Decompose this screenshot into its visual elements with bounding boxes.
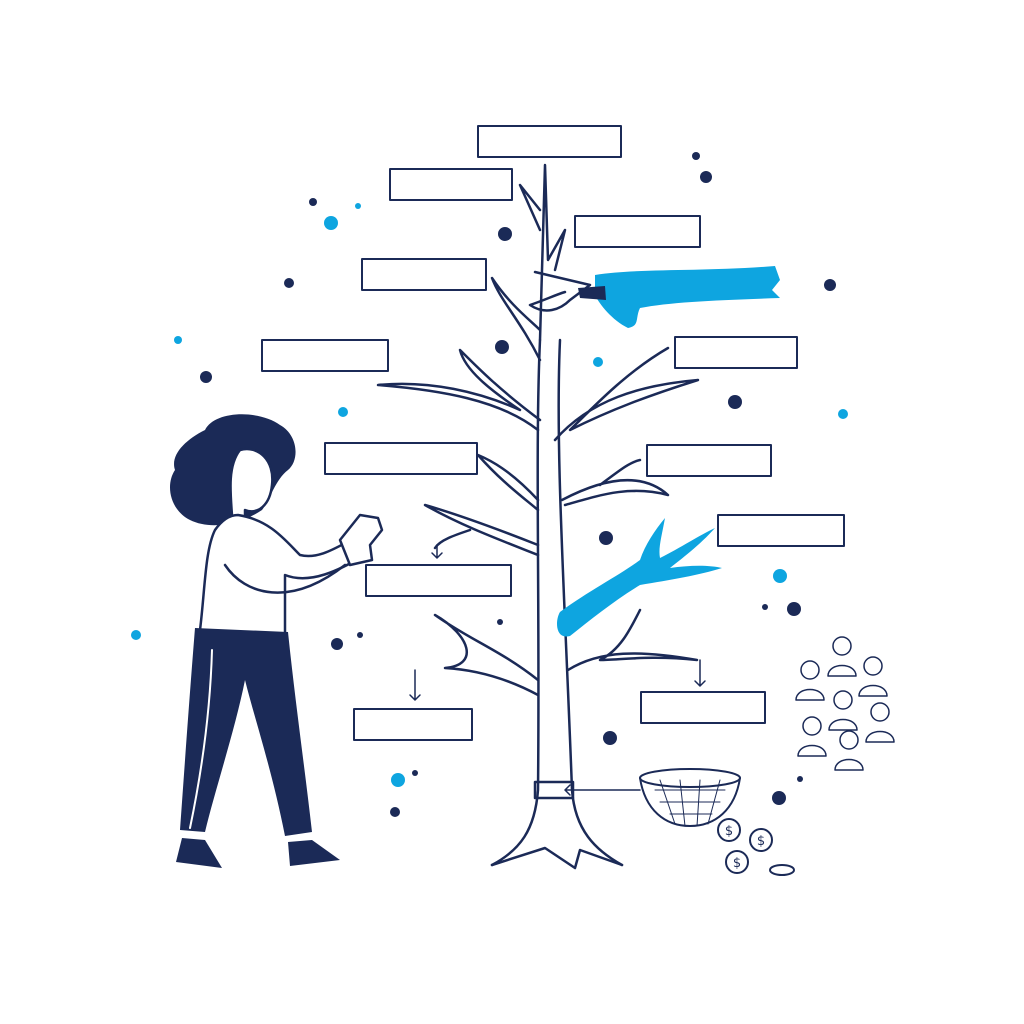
dot xyxy=(391,773,405,787)
dot xyxy=(787,602,801,616)
svg-text:$: $ xyxy=(733,856,741,871)
person-icon xyxy=(858,656,888,697)
svg-text:$: $ xyxy=(757,834,765,849)
bird xyxy=(528,270,592,312)
arrow-down-icon xyxy=(409,669,421,701)
branch-left-4 xyxy=(433,613,540,697)
people-group xyxy=(795,636,895,771)
dot xyxy=(824,279,836,291)
person-icon xyxy=(827,636,857,677)
dot xyxy=(797,776,803,782)
dot xyxy=(603,731,617,745)
arm xyxy=(223,563,347,594)
tree xyxy=(376,163,700,870)
branch-left-3 xyxy=(423,503,540,557)
dot xyxy=(355,203,361,209)
dot xyxy=(357,632,363,638)
branch-right-2 xyxy=(560,458,670,507)
label-box-11[interactable] xyxy=(353,708,473,741)
shirt xyxy=(198,513,367,637)
branch-upper-left xyxy=(490,276,542,362)
arrow-left-icon xyxy=(564,784,641,796)
decorative-dots xyxy=(131,152,848,817)
branch-right-4 xyxy=(566,608,699,672)
dot xyxy=(309,198,317,206)
dot xyxy=(498,227,512,241)
dot xyxy=(497,619,503,625)
label-box-7[interactable] xyxy=(324,442,478,475)
dot xyxy=(338,407,348,417)
tree-trunk-left xyxy=(490,338,542,867)
label-box-5[interactable] xyxy=(261,339,389,372)
person-icon xyxy=(865,702,895,743)
branch-left-1 xyxy=(376,348,542,432)
shears-icon xyxy=(578,286,606,300)
coin-icon xyxy=(749,828,773,852)
pants-stripe xyxy=(189,649,213,829)
dot xyxy=(838,409,848,419)
dot xyxy=(412,770,418,776)
dot xyxy=(495,340,509,354)
arrow-down-icon xyxy=(431,544,443,559)
dot xyxy=(324,216,338,230)
dot xyxy=(174,336,182,344)
branch-right-1 xyxy=(553,346,700,442)
top-branch xyxy=(518,163,567,342)
dot xyxy=(762,604,768,610)
label-box-10[interactable] xyxy=(365,564,512,597)
label-box-9[interactable] xyxy=(717,514,845,547)
label-box-6[interactable] xyxy=(674,336,798,369)
woman-gardener xyxy=(170,414,384,868)
tree-trunk-right xyxy=(557,338,624,867)
person-icon xyxy=(828,690,858,731)
coin-icon xyxy=(725,850,749,874)
dot xyxy=(131,630,141,640)
person-icon xyxy=(834,730,864,771)
branch-left-2 xyxy=(476,453,540,512)
label-box-2[interactable] xyxy=(389,168,513,201)
blue-arm xyxy=(595,266,780,328)
person-icon xyxy=(797,716,827,757)
pruning-arm xyxy=(578,266,780,328)
person-icon xyxy=(795,660,825,701)
coins: $ $ $ xyxy=(717,818,795,876)
basket xyxy=(639,768,741,827)
blue-branch xyxy=(557,518,722,637)
dot xyxy=(593,357,603,367)
shoe-right xyxy=(288,840,340,866)
dot xyxy=(200,371,212,383)
dot xyxy=(772,791,786,805)
dot xyxy=(700,171,712,183)
coin-icon xyxy=(717,818,741,842)
svg-text:$: $ xyxy=(725,824,733,839)
label-box-8[interactable] xyxy=(646,444,772,477)
label-box-12[interactable] xyxy=(640,691,766,724)
hand xyxy=(338,513,384,567)
dot xyxy=(331,638,343,650)
arrow-down-icon xyxy=(694,659,706,687)
dot xyxy=(773,569,787,583)
face xyxy=(229,447,274,522)
arrows xyxy=(409,544,706,796)
dot xyxy=(692,152,700,160)
dot xyxy=(599,531,613,545)
shoe-left xyxy=(176,838,222,868)
label-box-4[interactable] xyxy=(361,258,487,291)
pants xyxy=(180,628,312,836)
label-box-3[interactable] xyxy=(574,215,701,248)
dot xyxy=(284,278,294,288)
label-box-1[interactable] xyxy=(477,125,622,158)
dot xyxy=(390,807,400,817)
coin-stack-icon xyxy=(769,864,795,876)
tree-roots xyxy=(490,846,624,870)
dot xyxy=(728,395,742,409)
label-boxes xyxy=(261,125,845,741)
